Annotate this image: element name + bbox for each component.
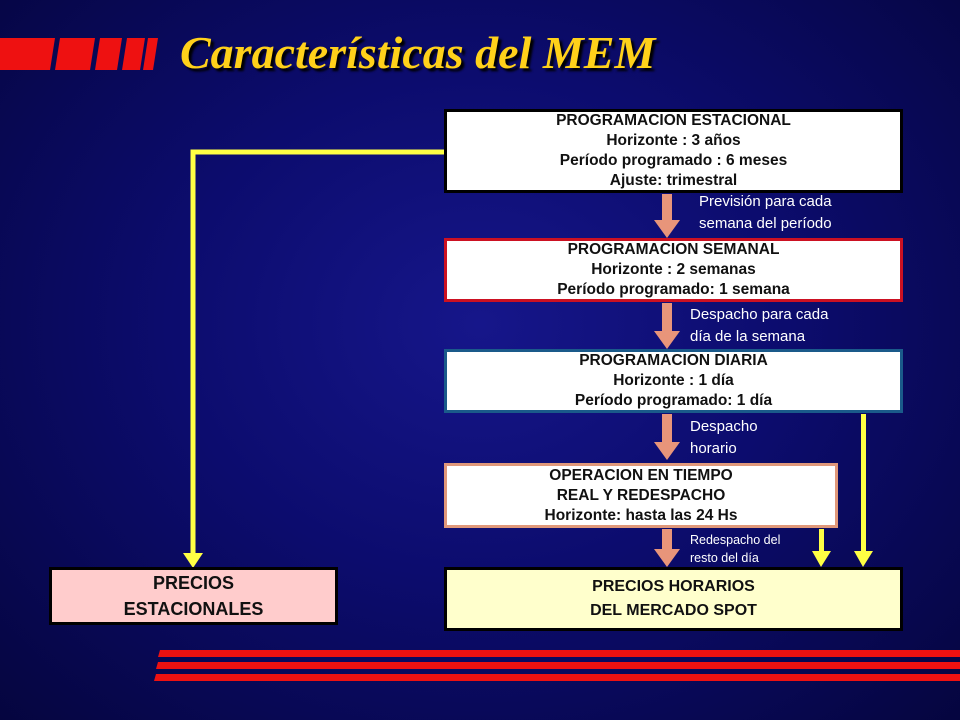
label-prevision: Previsión para cada semana del período — [699, 191, 832, 235]
box-operacion-tiempo-real: OPERACION EN TIEMPO REAL Y REDESPACHO Ho… — [444, 463, 838, 528]
diaria-line-3: Período programado: 1 día — [574, 392, 773, 409]
semanal-line-1: PROGRAMACION SEMANAL — [567, 241, 780, 258]
redespacho-line-1: Redespacho del — [690, 533, 781, 547]
bottom-stripes — [154, 650, 960, 681]
connector-estacional-to-precios — [183, 149, 444, 568]
arrow-estacional-semanal — [654, 194, 680, 238]
redespacho-line-2: resto del día — [690, 551, 759, 565]
precios-horarios-line-1: PRECIOS HORARIOS — [592, 578, 755, 595]
arrow-semanal-diaria — [654, 303, 680, 349]
arrow-diaria-tiemporeal — [654, 414, 680, 460]
tiempo-real-line-1: OPERACION EN TIEMPO — [549, 466, 733, 484]
tiempo-real-line-3: Horizonte: hasta las 24 Hs — [544, 506, 738, 524]
prevision-line-1: Previsión para cada — [699, 193, 832, 210]
box-precios-horarios: PRECIOS HORARIOS DEL MERCADO SPOT — [444, 567, 903, 631]
arrow-yellow-tiemporeal — [812, 529, 831, 567]
precios-estacionales-line-2: ESTACIONALES — [123, 599, 264, 619]
despacho-horario-line-2: horario — [690, 440, 737, 457]
precios-horarios-line-2: DEL MERCADO SPOT — [590, 602, 757, 619]
label-despacho-horario: Despacho horario — [690, 416, 758, 460]
label-despacho-dia: Despacho para cada día de la semana — [690, 304, 828, 348]
tiempo-real-line-2: REAL Y REDESPACHO — [556, 486, 726, 504]
page-title: Características del MEM — [180, 27, 656, 78]
despacho-dia-line-2: día de la semana — [690, 328, 806, 345]
box-programacion-semanal: PROGRAMACION SEMANAL Horizonte : 2 seman… — [444, 238, 903, 302]
despacho-horario-line-1: Despacho — [690, 418, 758, 435]
estacional-line-4: Ajuste: trimestral — [609, 172, 738, 189]
prevision-line-2: semana del período — [699, 215, 832, 232]
box-precios-estacionales: PRECIOS ESTACIONALES — [49, 567, 338, 625]
box-programacion-diaria: PROGRAMACION DIARIA Horizonte : 1 día Pe… — [444, 349, 903, 413]
semanal-line-2: Horizonte : 2 semanas — [591, 261, 756, 278]
estacional-line-3: Período programado : 6 meses — [559, 152, 788, 169]
semanal-line-3: Período programado: 1 semana — [557, 281, 790, 298]
estacional-line-2: Horizonte : 3 años — [606, 132, 741, 149]
estacional-line-1: PROGRAMACION ESTACIONAL — [556, 112, 791, 129]
diaria-line-2: Horizonte : 1 día — [613, 372, 734, 389]
arrow-yellow-diaria — [854, 414, 873, 567]
arrow-tiemporeal-precios — [654, 529, 680, 567]
label-redespacho: Redespacho del resto del día — [690, 531, 780, 567]
despacho-dia-line-1: Despacho para cada — [690, 306, 829, 323]
box-programacion-estacional: PROGRAMACION ESTACIONAL Horizonte : 3 añ… — [444, 109, 903, 193]
precios-estacionales-line-1: PRECIOS — [152, 573, 235, 593]
diaria-line-1: PROGRAMACION DIARIA — [579, 352, 768, 369]
title-stripes — [0, 38, 158, 70]
